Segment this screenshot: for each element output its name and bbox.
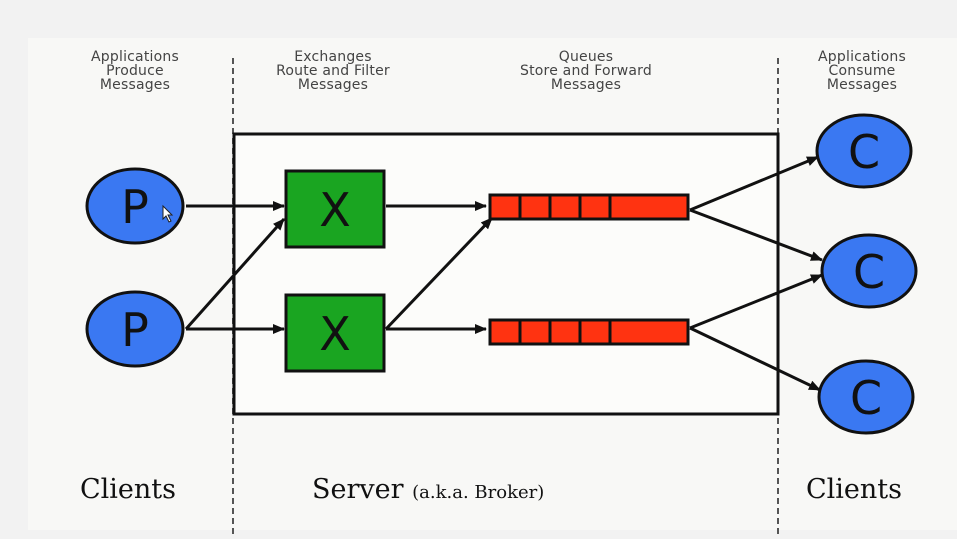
consumer-label: C bbox=[850, 371, 882, 425]
producer-label: P bbox=[121, 180, 149, 234]
header-exchanges: Exchanges Route and Filter Messages bbox=[233, 50, 433, 92]
footer-server-text: Server bbox=[312, 474, 404, 505]
header-exchanges-line-2: Route and Filter bbox=[276, 63, 390, 79]
footer-server-aka: (a.k.a. Broker) bbox=[412, 482, 545, 503]
exchange-node: X bbox=[284, 293, 386, 373]
header-consumers: Applications Consume Messages bbox=[762, 50, 957, 92]
footer-left-clients: Clients bbox=[80, 474, 177, 505]
consumer-node: C bbox=[817, 359, 915, 435]
exchange-label: X bbox=[319, 307, 351, 361]
producer-label: P bbox=[121, 303, 149, 357]
header-producers-line-1: Applications bbox=[91, 49, 179, 65]
queue-node bbox=[488, 193, 690, 221]
footer-right-clients: Clients bbox=[806, 474, 903, 505]
header-consumers-line-2: Consume bbox=[828, 63, 896, 79]
producer-node: P bbox=[85, 290, 185, 368]
consumer-label: C bbox=[853, 245, 885, 299]
footer-server: Server (a.k.a. Broker) bbox=[312, 474, 544, 505]
exchange-node: X bbox=[284, 169, 386, 249]
queue-node bbox=[488, 318, 690, 346]
header-exchanges-line-3: Messages bbox=[297, 77, 369, 93]
arrow-q2-c3 bbox=[689, 326, 821, 392]
arrow-p2-x1 bbox=[184, 218, 286, 330]
header-exchanges-line-1: Exchanges bbox=[294, 49, 372, 65]
consumer-label: C bbox=[848, 125, 880, 179]
header-queues-line-3: Messages bbox=[550, 77, 622, 93]
header-producers: Applications Produce Messages bbox=[35, 50, 235, 92]
arrow-x2-q1 bbox=[384, 216, 494, 331]
header-consumers-line-3: Messages bbox=[826, 77, 898, 93]
header-producers-line-3: Messages bbox=[99, 77, 171, 93]
header-producers-line-2: Produce bbox=[106, 63, 164, 79]
header-queues-line-1: Queues bbox=[558, 49, 614, 65]
arrow-q1-c2 bbox=[689, 208, 823, 262]
producer-node: P bbox=[85, 167, 185, 245]
header-queues: Queues Store and Forward Messages bbox=[486, 50, 686, 92]
consumer-node: C bbox=[820, 233, 918, 309]
arrow-q1-c1 bbox=[689, 155, 819, 212]
header-queues-line-2: Store and Forward bbox=[520, 63, 652, 79]
header-consumers-line-1: Applications bbox=[818, 49, 906, 65]
mouse-cursor-icon bbox=[162, 204, 174, 223]
consumer-node: C bbox=[815, 113, 913, 189]
exchange-label: X bbox=[319, 183, 351, 237]
arrow-q2-c2 bbox=[689, 273, 823, 330]
